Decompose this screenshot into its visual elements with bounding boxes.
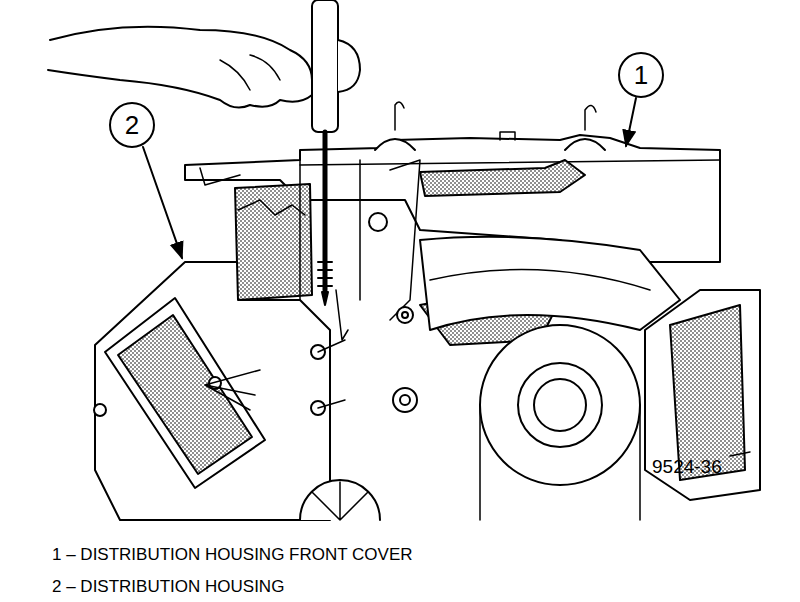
legend-caption: 1 – DISTRIBUTION HOUSING FRONT COVER <box>52 545 413 565</box>
figure-number: 9524-36 <box>652 456 722 478</box>
legend-caption: 2 – DISTRIBUTION HOUSING <box>52 577 284 597</box>
callout-number: 1 <box>634 60 648 91</box>
callout-circle: 1 <box>618 52 664 98</box>
callout-circle: 2 <box>109 102 155 148</box>
callout-number: 2 <box>125 110 139 141</box>
